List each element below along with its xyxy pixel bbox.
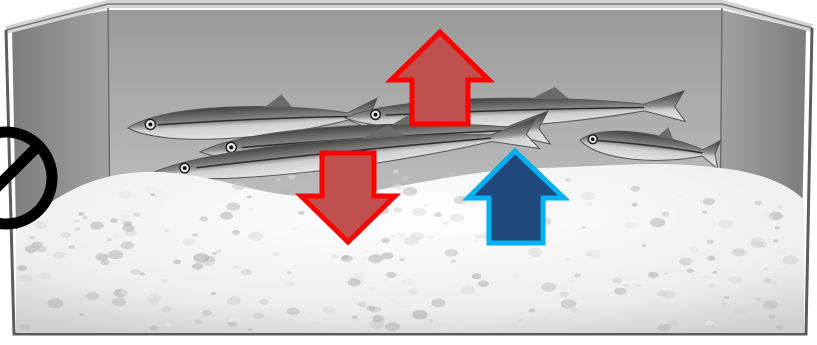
crushed-ice: [16, 164, 804, 333]
